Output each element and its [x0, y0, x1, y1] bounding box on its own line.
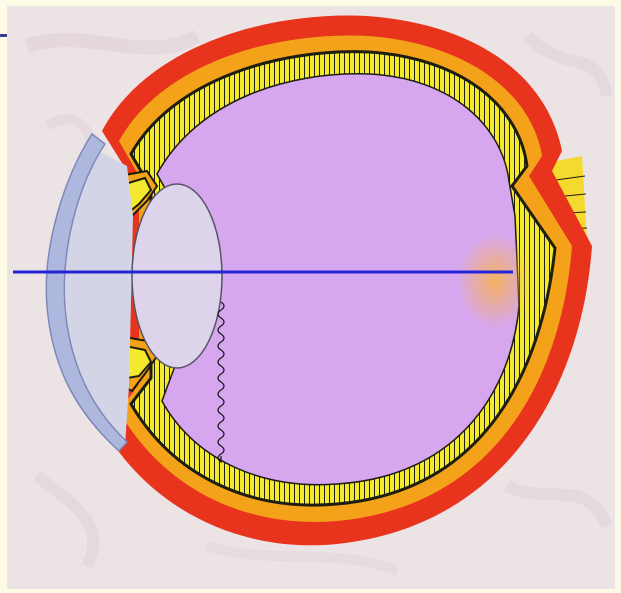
eye-diagram-svg — [7, 6, 615, 589]
eye-diagram — [7, 6, 615, 589]
macula — [457, 233, 533, 329]
lens — [132, 184, 222, 368]
